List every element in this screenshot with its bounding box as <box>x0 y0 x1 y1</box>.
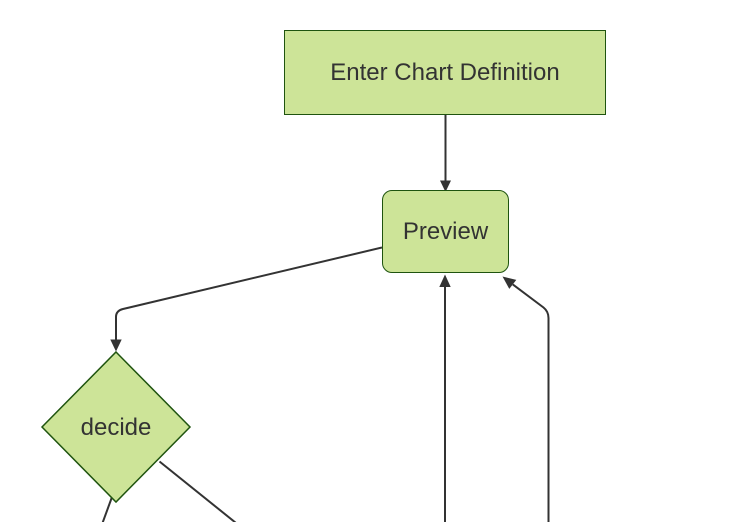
edge-bottom-right-to-preview-line <box>512 283 550 522</box>
node-decide-label: decide <box>80 414 152 441</box>
arrowhead-into-preview-bottom <box>439 274 451 287</box>
edge-bottom-to-preview <box>439 274 451 522</box>
node-preview: Preview <box>382 190 509 273</box>
arrowhead-into-preview-corner <box>502 276 517 289</box>
node-enter-chart-definition-label: Enter Chart Definition <box>330 58 560 86</box>
edge-preview-to-decide <box>110 246 383 352</box>
node-enter-chart-definition: Enter Chart Definition <box>284 30 606 115</box>
edge-enter-to-preview <box>440 115 451 192</box>
edge-preview-to-decide-line <box>115 246 383 340</box>
edge-decide-to-offscreen-bottom-line <box>101 496 113 522</box>
edge-bottom-right-to-preview <box>502 276 550 522</box>
edge-decide-to-offscreen-bottom-right-line <box>158 460 237 522</box>
edge-decide-to-offscreen-bottom <box>101 496 113 522</box>
edge-decide-to-offscreen-bottom-right <box>158 460 237 522</box>
arrowhead-into-preview-top <box>440 180 451 192</box>
node-decide-shape <box>40 350 192 504</box>
node-preview-label: Preview <box>402 217 489 245</box>
arrowhead-into-decide-top <box>110 339 122 352</box>
